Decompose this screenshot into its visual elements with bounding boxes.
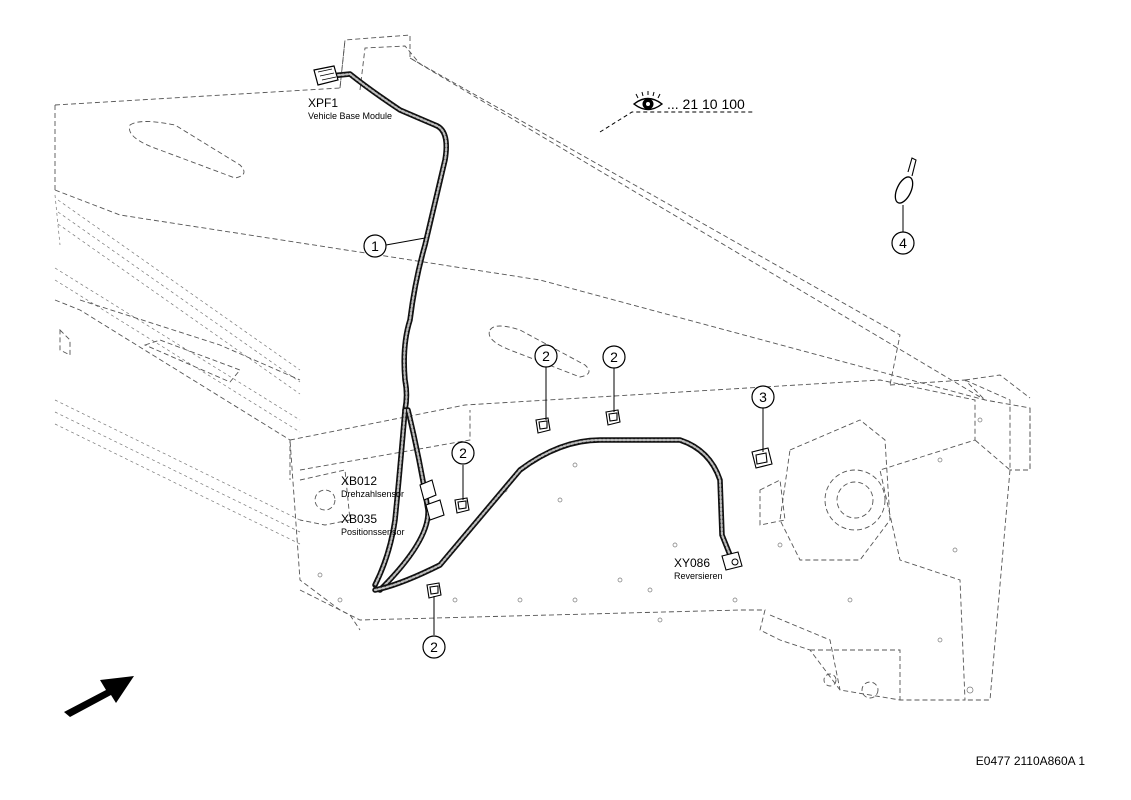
connector-xpf1-icon xyxy=(313,65,339,86)
connector-description: Vehicle Base Module xyxy=(308,111,392,121)
connector-xb012-icon xyxy=(419,479,437,501)
clip-icon xyxy=(535,417,551,434)
wiring-harness xyxy=(313,65,743,593)
connector-xb035-icon xyxy=(425,499,445,521)
cable-tie-icon xyxy=(894,157,917,204)
reference-link[interactable]: ... 21 10 100 xyxy=(599,91,755,133)
callout-2[interactable]: 2 xyxy=(534,344,558,368)
callout-1[interactable]: 1 xyxy=(363,234,387,258)
reference-text: ... 21 10 100 xyxy=(667,96,745,112)
svg-text:4: 4 xyxy=(899,235,907,251)
callout-2[interactable]: 2 xyxy=(422,635,446,659)
clip-icon xyxy=(605,409,621,426)
svg-text:2: 2 xyxy=(430,639,438,655)
connector-code: XY086 xyxy=(674,556,710,570)
callout-4[interactable]: 4 xyxy=(891,231,915,255)
eye-icon xyxy=(632,91,664,111)
label-xy086: XY086 Reversieren xyxy=(674,556,723,581)
connector-code: XB035 xyxy=(341,512,377,526)
label-xb035: XB035 Positionssensor xyxy=(341,512,405,537)
connector-description: Reversieren xyxy=(674,571,723,581)
svg-text:3: 3 xyxy=(759,389,767,405)
clip-icon xyxy=(751,447,773,469)
svg-text:2: 2 xyxy=(610,349,618,365)
svg-text:2: 2 xyxy=(542,348,550,364)
frame-outline xyxy=(54,34,1031,701)
label-xb012: XB012 Drehzahlsensor xyxy=(341,474,404,499)
connector-code: XPF1 xyxy=(308,96,338,110)
callout-2[interactable]: 2 xyxy=(602,345,626,369)
callout-3[interactable]: 3 xyxy=(751,385,775,409)
svg-text:1: 1 xyxy=(371,238,379,254)
clip-icon xyxy=(454,497,470,514)
direction-arrow-icon xyxy=(64,676,134,717)
clips xyxy=(426,157,917,599)
connector-xy086-icon xyxy=(721,551,743,571)
connector-code: XB012 xyxy=(341,474,377,488)
callout-2[interactable]: 2 xyxy=(451,441,475,465)
label-xpf1: XPF1 Vehicle Base Module xyxy=(308,96,392,121)
svg-text:2: 2 xyxy=(459,445,467,461)
connector-description: Drehzahlsensor xyxy=(341,489,404,499)
clip-icon xyxy=(426,582,442,599)
drawing-code: E0477 2110A860A 1 xyxy=(975,754,1085,768)
connector-description: Positionssensor xyxy=(341,527,405,537)
plate-holes xyxy=(317,417,983,694)
leader-lines xyxy=(385,205,904,635)
